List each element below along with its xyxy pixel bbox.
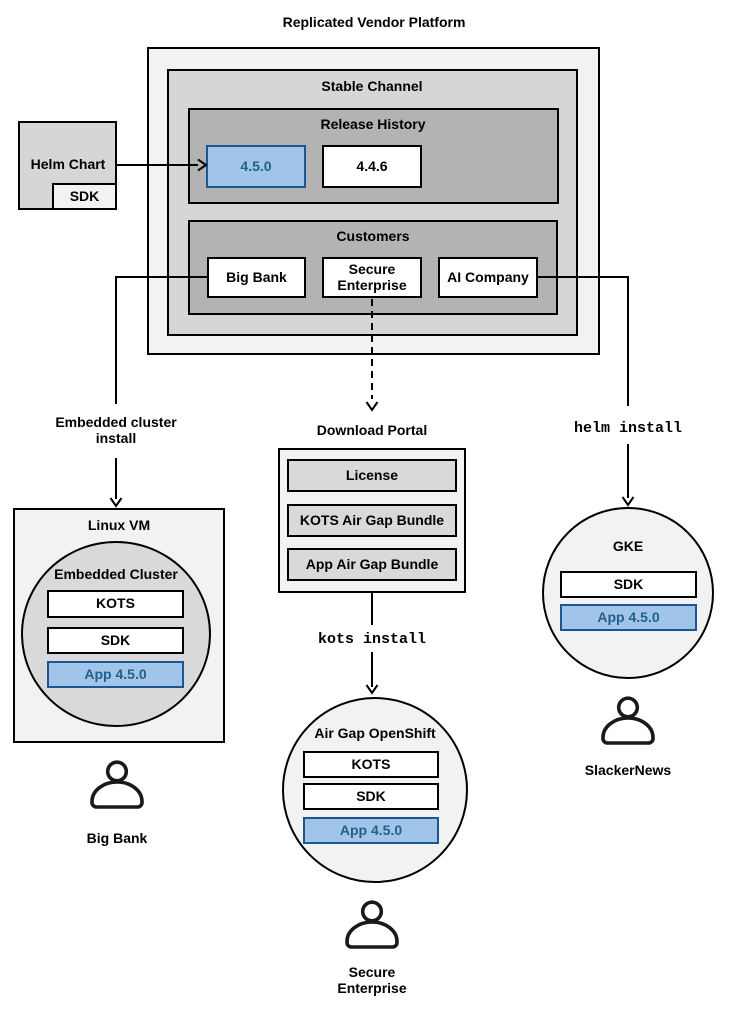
customers-label: Customers xyxy=(336,228,410,244)
embedded-cluster-install-label: Embedded cluster install xyxy=(55,414,177,446)
slackernews-person-icon xyxy=(601,696,655,745)
diagram-title: Replicated Vendor Platform xyxy=(282,14,466,30)
big-bank-person-icon xyxy=(90,760,144,809)
embedded-cluster-kots-box: KOTS xyxy=(47,590,184,618)
helm-chart-sdk-box: SDK xyxy=(52,183,117,210)
customer-secure-enterprise-box: Secure Enterprise xyxy=(322,257,422,298)
gke-app-box: App 4.5.0 xyxy=(560,604,697,631)
customer-big-bank-box: Big Bank xyxy=(207,257,306,298)
embedded-cluster-sdk-box: SDK xyxy=(47,627,184,654)
embedded-cluster-app-box: App 4.5.0 xyxy=(47,661,184,688)
gke-label: GKE xyxy=(612,538,644,554)
stable-channel-label: Stable Channel xyxy=(321,78,423,94)
kots-air-gap-bundle-box: KOTS Air Gap Bundle xyxy=(287,504,457,537)
linux-vm-label: Linux VM xyxy=(87,517,151,533)
openshift-sdk-box: SDK xyxy=(303,783,439,810)
air-gap-openshift-label: Air Gap OpenShift xyxy=(314,725,436,741)
helm-install-label: helm install xyxy=(573,420,683,437)
app-air-gap-bundle-box: App Air Gap Bundle xyxy=(287,548,457,581)
embedded-cluster-label: Embedded Cluster xyxy=(54,566,178,582)
kots-install-label: kots install xyxy=(317,631,427,648)
openshift-app-box: App 4.5.0 xyxy=(303,817,439,844)
slackernews-persona-label: SlackerNews xyxy=(584,762,672,778)
customer-ai-company-box: AI Company xyxy=(438,257,538,298)
license-box: License xyxy=(287,459,457,492)
secure-enterprise-person-icon xyxy=(345,900,399,949)
openshift-kots-box: KOTS xyxy=(303,751,439,778)
download-portal-title: Download Portal xyxy=(316,422,428,438)
release-450-box: 4.5.0 xyxy=(206,145,306,188)
big-bank-persona-label: Big Bank xyxy=(86,830,148,846)
secure-enterprise-persona-label: Secure Enterprise xyxy=(337,964,407,996)
release-history-label: Release History xyxy=(320,116,426,132)
release-446-box: 4.4.6 xyxy=(322,145,422,188)
gke-sdk-box: SDK xyxy=(560,571,697,598)
helm-chart-label: Helm Chart xyxy=(30,156,106,172)
